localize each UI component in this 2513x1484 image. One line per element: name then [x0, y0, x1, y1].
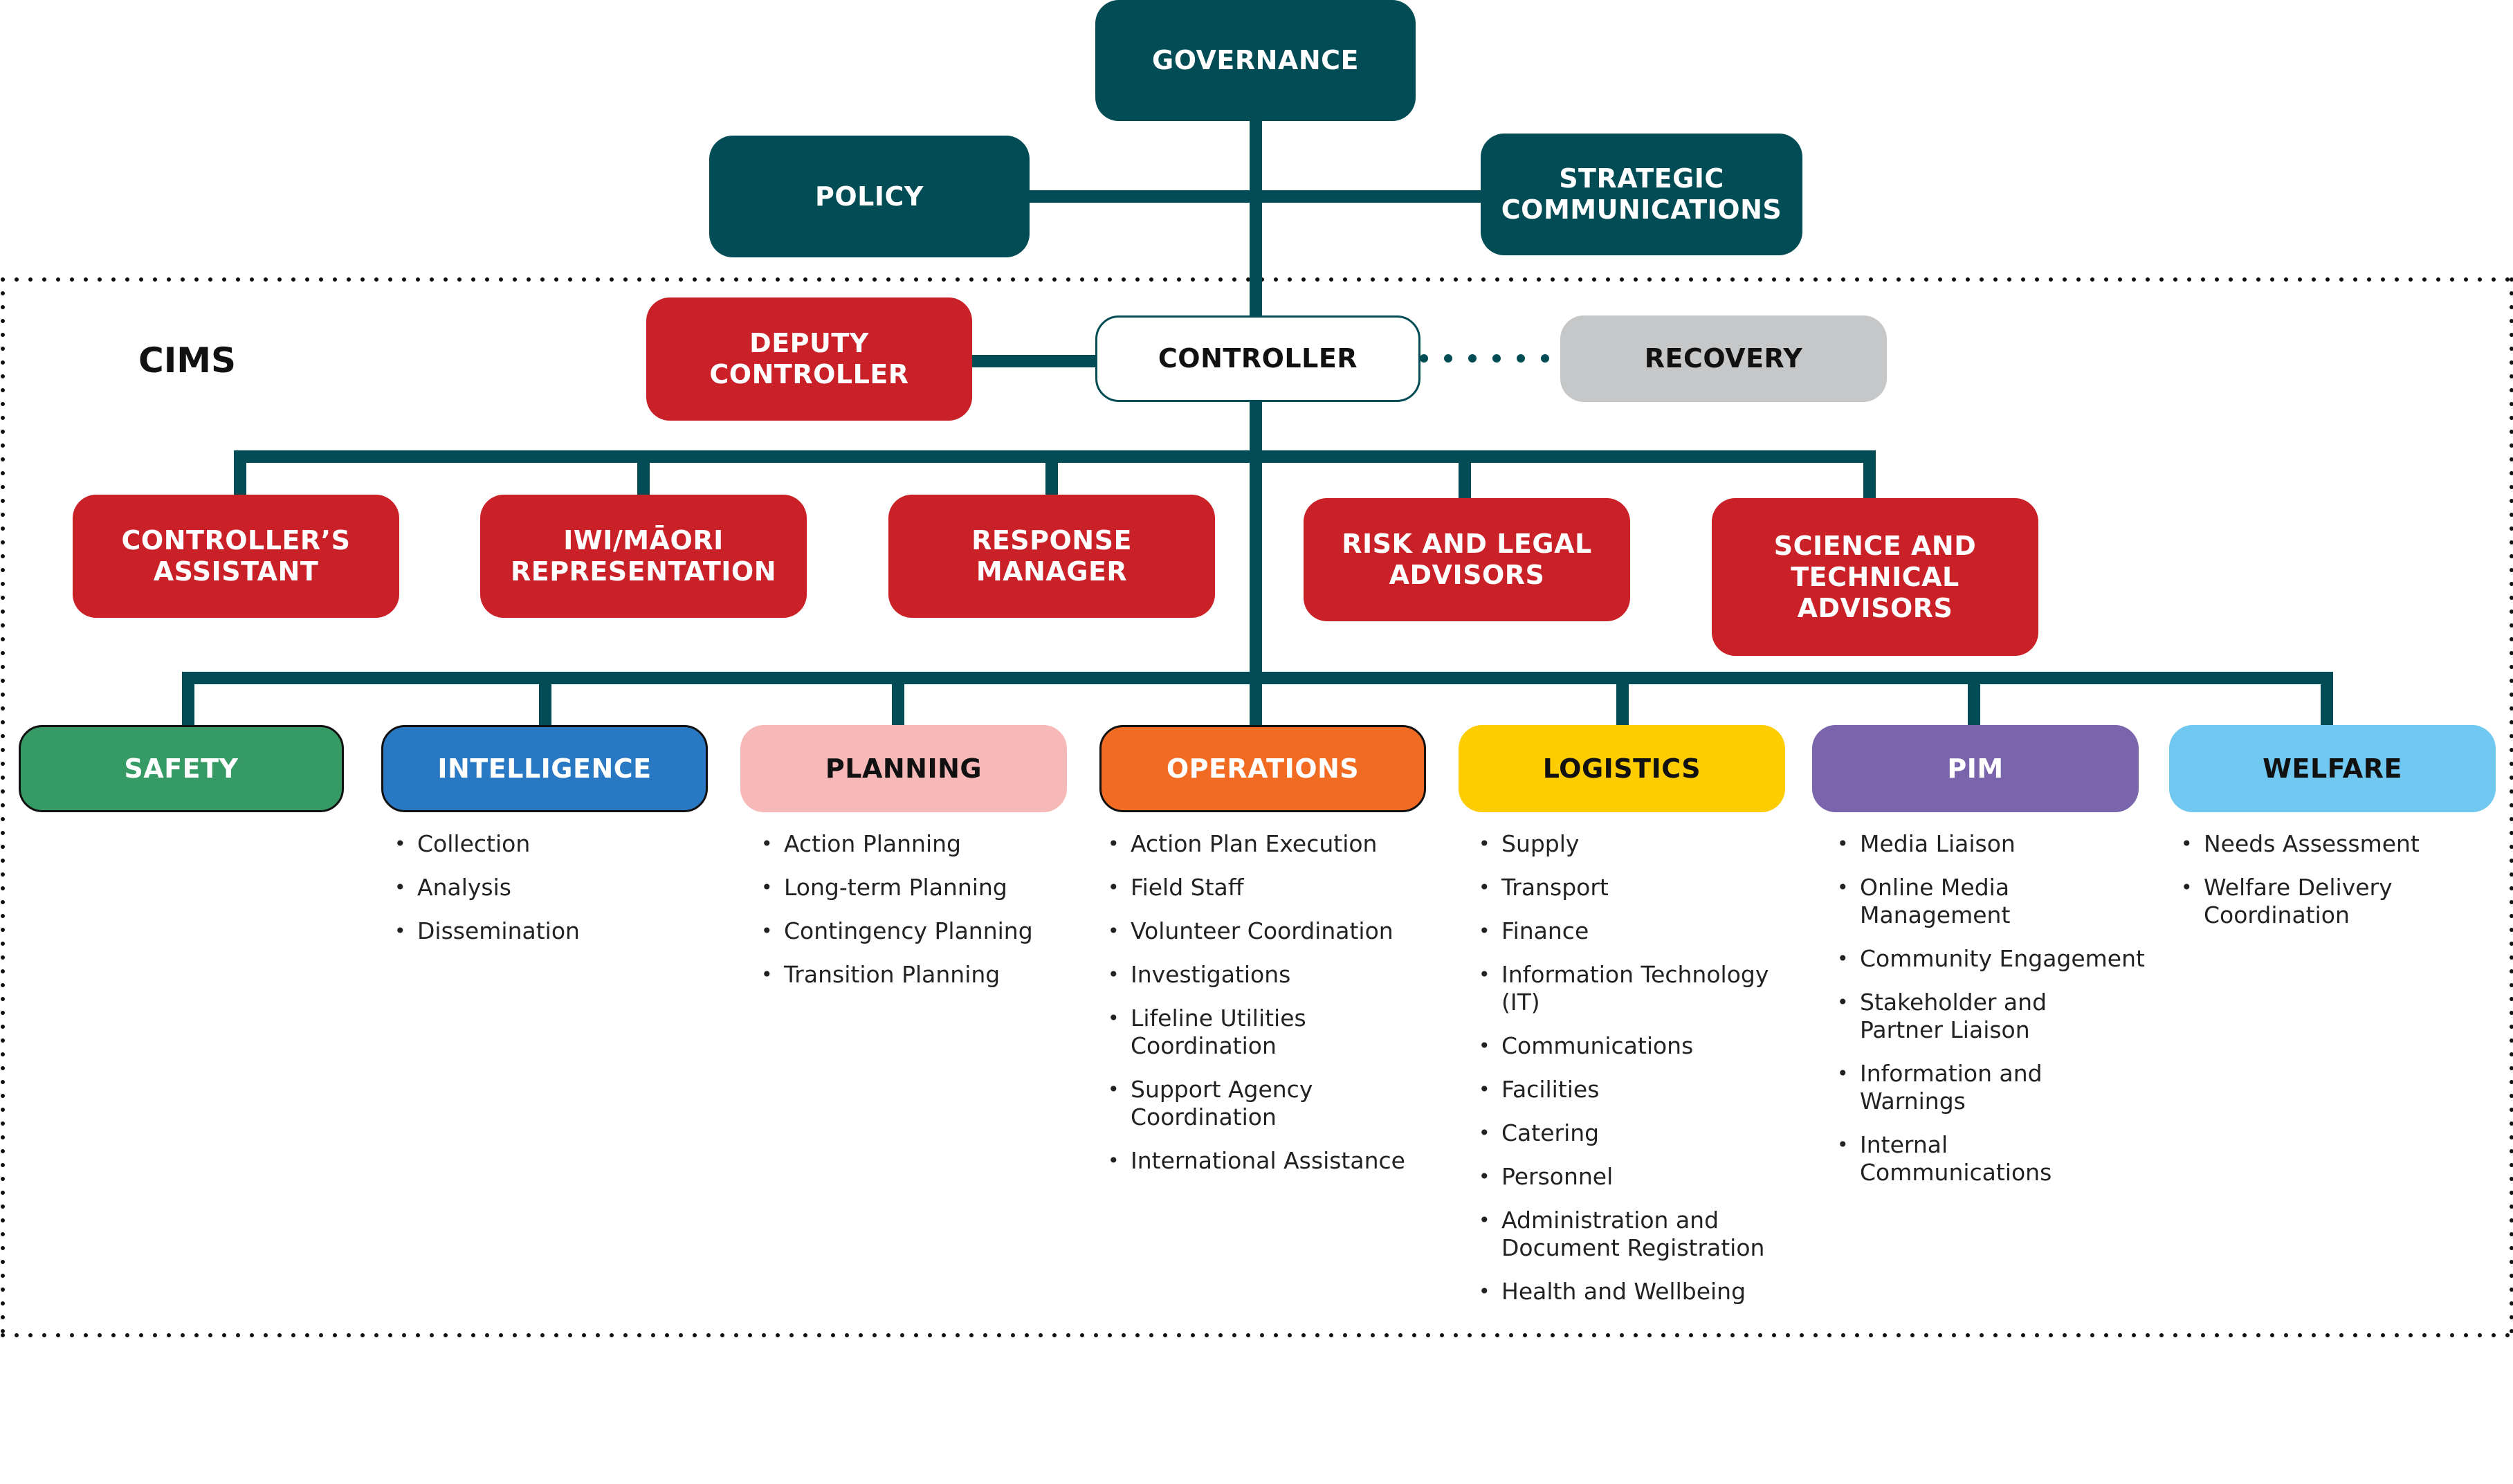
list-item: Supply — [1479, 830, 1786, 858]
list-item: Investigations — [1108, 961, 1412, 989]
policy-label: POLICY — [815, 181, 924, 212]
list-item: Lifeline Utilities Coordination — [1108, 1005, 1338, 1060]
list-item: Personnel — [1479, 1163, 1786, 1191]
list-item: Action Planning — [761, 830, 1066, 858]
list-item: Information and Warnings — [1837, 1060, 2067, 1115]
science-technical-advisors-label: SCIENCE AND TECHNICAL ADVISORS — [1773, 530, 1977, 623]
risk-legal-advisors-label: RISK AND LEGAL ADVISORS — [1342, 529, 1592, 590]
function-intelligence-box: INTELLIGENCE — [381, 725, 708, 812]
policy-box: POLICY — [709, 136, 1030, 257]
governance-label: GOVERNANCE — [1152, 45, 1359, 75]
list-item: Information Technology (IT) — [1479, 961, 1785, 1016]
iwi-maori-representation-label: IWI/MĀORI REPRESENTATION — [510, 525, 776, 587]
controller-label: CONTROLLER — [1158, 343, 1358, 374]
response-manager-box: RESPONSE MANAGER — [888, 495, 1215, 618]
function-operations-label: OPERATIONS — [1166, 753, 1360, 784]
list-item: International Assistance — [1108, 1147, 1412, 1175]
function-safety-box: SAFETY — [19, 725, 344, 812]
function-intelligence-label: INTELLIGENCE — [437, 753, 652, 784]
logistics-task-list: Supply Transport Finance Information Tec… — [1479, 830, 1786, 1321]
list-item: Action Plan Execution — [1108, 830, 1412, 858]
list-item: Online Media Management — [1837, 874, 2067, 929]
pim-task-list: Media Liaison Online Media Management Co… — [1837, 830, 2145, 1202]
function-pim-label: PIM — [1947, 753, 2004, 784]
governance-box: GOVERNANCE — [1095, 0, 1416, 121]
list-item: Dissemination — [394, 917, 699, 945]
function-pim-box: PIM — [1812, 725, 2139, 812]
welfare-task-list: Needs Assessment Welfare Delivery Coordi… — [2181, 830, 2485, 945]
function-logistics-box: LOGISTICS — [1459, 725, 1785, 812]
list-item: Support Agency Coordination — [1108, 1076, 1338, 1131]
list-item: Community Engagement — [1837, 945, 2145, 973]
function-operations-box: OPERATIONS — [1099, 725, 1426, 812]
function-safety-label: SAFETY — [124, 753, 239, 784]
list-item: Media Liaison — [1837, 830, 2145, 858]
controllers-assistant-box: CONTROLLER’S ASSISTANT — [73, 495, 399, 618]
list-item: Health and Wellbeing — [1479, 1278, 1786, 1306]
strategic-communications-label: STRATEGIC COMMUNICATIONS — [1501, 163, 1782, 225]
list-item: Welfare Delivery Coordination — [2181, 874, 2439, 929]
list-item: Field Staff — [1108, 874, 1412, 901]
function-welfare-label: WELFARE — [2263, 753, 2402, 784]
intelligence-task-list: Collection Analysis Dissemination — [394, 830, 699, 961]
recovery-label: RECOVERY — [1644, 343, 1803, 374]
planning-task-list: Action Planning Long-term Planning Conti… — [761, 830, 1066, 1005]
function-logistics-label: LOGISTICS — [1542, 753, 1701, 784]
list-item: Catering — [1479, 1119, 1786, 1147]
list-item: Collection — [394, 830, 699, 858]
cims-label: CIMS — [138, 340, 237, 381]
list-item: Internal Communications — [1837, 1131, 2145, 1187]
function-planning-box: PLANNING — [740, 725, 1067, 812]
controllers-assistant-label: CONTROLLER’S ASSISTANT — [121, 525, 351, 587]
list-item: Analysis — [394, 874, 699, 901]
list-item: Contingency Planning — [761, 917, 1066, 945]
strategic-communications-box: STRATEGIC COMMUNICATIONS — [1481, 134, 1802, 255]
list-item: Administration and Document Registration — [1479, 1207, 1785, 1262]
function-planning-label: PLANNING — [825, 753, 983, 784]
deputy-controller-label: DEPUTY CONTROLLER — [709, 328, 909, 390]
list-item: Finance — [1479, 917, 1786, 945]
list-item: Needs Assessment — [2181, 830, 2485, 858]
list-item: Transition Planning — [761, 961, 1066, 989]
list-item: Communications — [1479, 1032, 1786, 1060]
recovery-box: RECOVERY — [1560, 315, 1887, 402]
deputy-controller-box: DEPUTY CONTROLLER — [646, 297, 972, 421]
list-item: Volunteer Coordination — [1108, 917, 1412, 945]
iwi-maori-representation-box: IWI/MĀORI REPRESENTATION — [480, 495, 807, 618]
science-technical-advisors-box: SCIENCE AND TECHNICAL ADVISORS — [1712, 498, 2038, 656]
function-welfare-box: WELFARE — [2169, 725, 2496, 812]
list-item: Facilities — [1479, 1076, 1786, 1103]
list-item: Long-term Planning — [761, 874, 1066, 901]
risk-legal-advisors-box: RISK AND LEGAL ADVISORS — [1304, 498, 1630, 621]
controller-box: CONTROLLER — [1095, 315, 1420, 402]
operations-task-list: Action Plan Execution Field Staff Volunt… — [1108, 830, 1412, 1191]
response-manager-label: RESPONSE MANAGER — [971, 525, 1132, 587]
list-item: Stakeholder and Partner Liaison — [1837, 989, 2137, 1044]
list-item: Transport — [1479, 874, 1786, 901]
